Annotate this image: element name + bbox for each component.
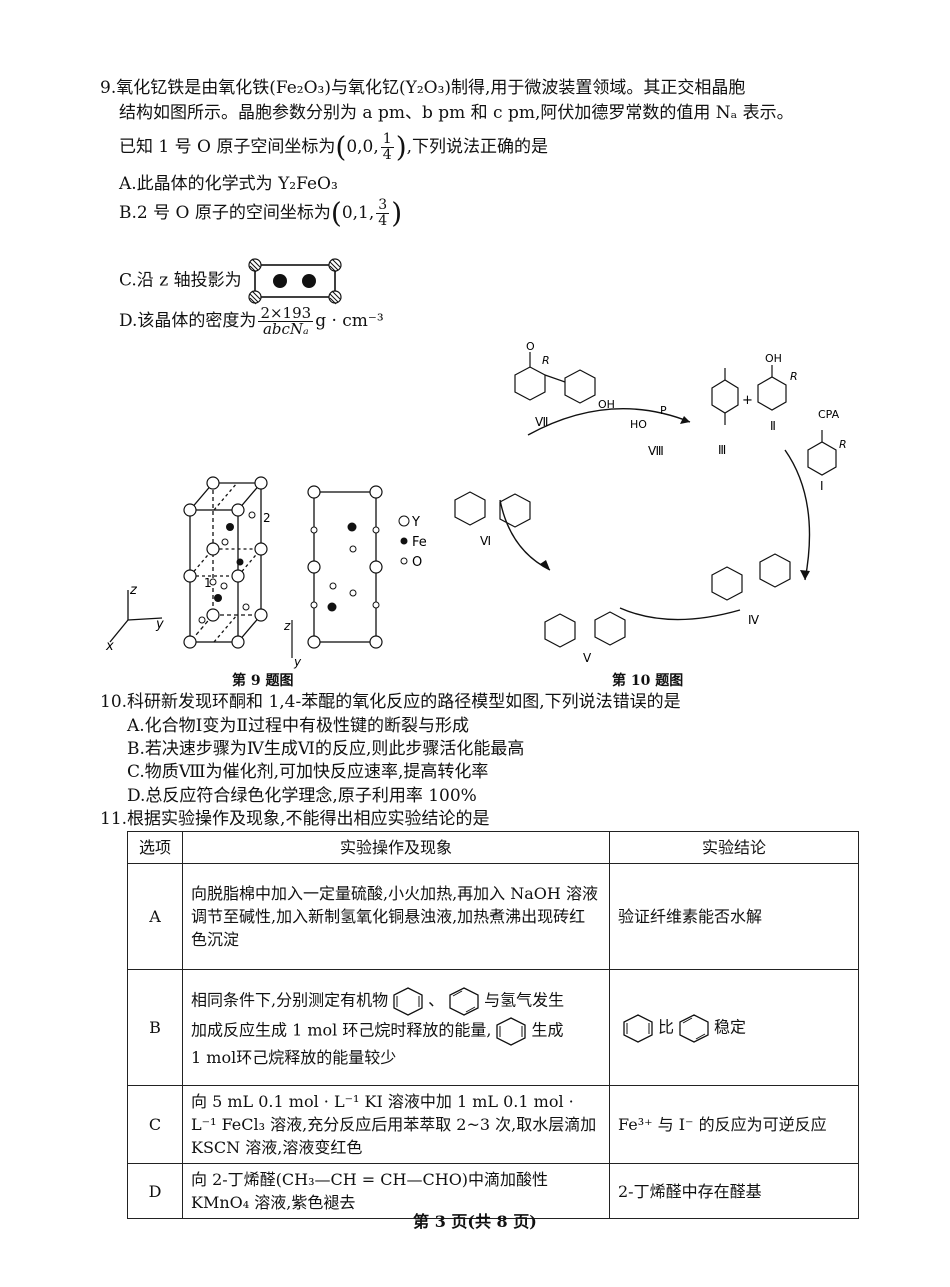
cyclohexadiene-icon [393, 987, 423, 1016]
figure-10-mechanism: O R OH Ⅶ HO P Ⅷ Ⅲ + OH R Ⅱ CPA R Ⅰ Ⅵ Ⅳ Ⅴ [454, 340, 847, 665]
q10-option-b: B.若决速步骤为Ⅳ生成Ⅵ的反应,则此步骤活化能最高 [127, 739, 525, 759]
q10-option-a: A.化合物Ⅰ变为Ⅱ过程中有极性键的断裂与形成 [127, 716, 469, 736]
compound-v-label: Ⅴ [583, 651, 592, 665]
svg-text:R: R [839, 438, 847, 451]
q9-line2: 结构如图所示。晶胞参数分别为 a pm、b pm 和 c pm,阿伏加德罗常数的… [119, 103, 794, 123]
axis-y-label: y [155, 617, 164, 632]
o-atoms-3d [198, 511, 256, 624]
y-atoms-3d [183, 476, 268, 649]
compound-vi-label: Ⅵ [480, 534, 491, 548]
table-row: D 向 2-丁烯醛(CH₃—CH = CH—CHO)中滴加酸性 KMnO₄ 溶液… [127, 1163, 859, 1219]
compound-vii-label: Ⅶ [535, 415, 548, 429]
q9-option-a: A.此晶体的化学式为 Y₂FeO₃ [119, 174, 338, 194]
q9-option-c: C.沿 z 轴投影为 [119, 256, 343, 306]
fe-atom-projection [301, 274, 316, 288]
compound-i-label: Ⅰ [820, 479, 824, 493]
compound-iv-label: Ⅳ [748, 613, 759, 627]
axis-x-label: x [105, 639, 114, 654]
table-row: C 向 5 mL 0.1 mol · L⁻¹ KI 溶液中加 1 mL 0.1 … [127, 1085, 859, 1164]
cpa-label: CPA [818, 408, 840, 421]
header-option: 选项 [127, 831, 183, 864]
figure-10-caption: 第 10 题图 [612, 673, 684, 689]
compound-iii-label: Ⅲ [718, 443, 726, 457]
q10-stem: 10.科研新发现环酮和 1,4-苯醌的氧化反应的路径模型如图,下列说法错误的是 [100, 692, 681, 712]
svg-text:+: + [742, 393, 753, 408]
axes-3d [109, 590, 163, 643]
cyclohexadiene-icon [679, 1013, 709, 1043]
table-header-row: 选项 实验操作及现象 实验结论 [127, 831, 859, 864]
figure-9-crystal: z y x 1 2 z y Y Fe O [105, 476, 427, 669]
cyclohexadiene-icon [623, 1013, 653, 1043]
legend-fe-icon [400, 537, 408, 545]
o-atoms-yz [310, 526, 380, 609]
structure-i [807, 430, 837, 476]
page-footer: 第 3 页(共 8 页) [413, 1212, 537, 1231]
svg-text:OH: OH [598, 398, 615, 411]
legend-y-icon [398, 515, 410, 527]
structure-ii [757, 365, 787, 411]
svg-text:R: R [790, 370, 798, 383]
yz-axis-y-label: y [293, 655, 302, 669]
o-atom-2-label: 2 [263, 511, 271, 525]
svg-text:P: P [660, 404, 667, 417]
compound-ii-label: Ⅱ [770, 419, 776, 433]
figure-9-caption: 第 9 题图 [232, 673, 294, 689]
svg-text:OH: OH [765, 352, 782, 365]
legend-y-label: Y [411, 515, 420, 530]
structure-vii [514, 352, 596, 404]
cycle-arrowheads [540, 416, 810, 580]
legend-o-label: O [412, 555, 422, 570]
yz-axis-z-label: z [283, 619, 291, 633]
structure-iv [711, 553, 791, 601]
unit-cell-yz [313, 491, 377, 643]
header-operation: 实验操作及现象 [182, 831, 610, 864]
cyclohexadiene-icon [496, 1017, 527, 1046]
cyclohexadiene-icon [449, 987, 479, 1016]
structure-vi [454, 491, 531, 528]
svg-text:R: R [542, 354, 550, 367]
y-atoms-yz [307, 485, 383, 649]
legend-o-icon [400, 557, 408, 565]
header-conclusion: 实验结论 [609, 831, 859, 864]
catalytic-cycle-arrows [499, 408, 811, 621]
q10-option-d: D.总反应符合绿色化学理念,原子利用率 100% [127, 786, 477, 806]
structure-iii [711, 368, 739, 425]
legend-fe-label: Fe [412, 535, 427, 550]
o-atom-1-label: 1 [204, 576, 212, 590]
table-row: B 相同条件下,分别测定有机物、与氢气发生 加成反应生成 1 mol 环己烷时释… [127, 969, 859, 1086]
q10-option-c: C.物质Ⅷ为催化剂,可加快反应速率,提高转化率 [127, 762, 489, 782]
fe-atoms-3d [214, 523, 244, 602]
svg-text:HO: HO [630, 418, 647, 431]
axis-z-label: z [129, 583, 138, 598]
q11-stem: 11.根据实验操作及现象,不能得出相应实验结论的是 [100, 809, 490, 829]
q11-table: 选项 实验操作及现象 实验结论 A 向脱脂棉中加入一定量硫酸,小火加热,再加入 … [127, 831, 859, 1219]
structure-v [544, 611, 626, 648]
q9-line1: 9.氧化钇铁是由氧化铁(Fe₂O₃)与氧化钇(Y₂O₃)制得,用于微波装置领域。… [100, 78, 746, 98]
fe-atoms-yz [327, 522, 357, 612]
compound-viii-label: Ⅷ [648, 444, 664, 458]
table-row: A 向脱脂棉中加入一定量硫酸,小火加热,再加入 NaOH 溶液调节至碱性,加入新… [127, 863, 859, 970]
svg-text:O: O [526, 340, 535, 353]
fe-atom-projection [272, 274, 287, 288]
z-projection-diagram [248, 258, 342, 305]
